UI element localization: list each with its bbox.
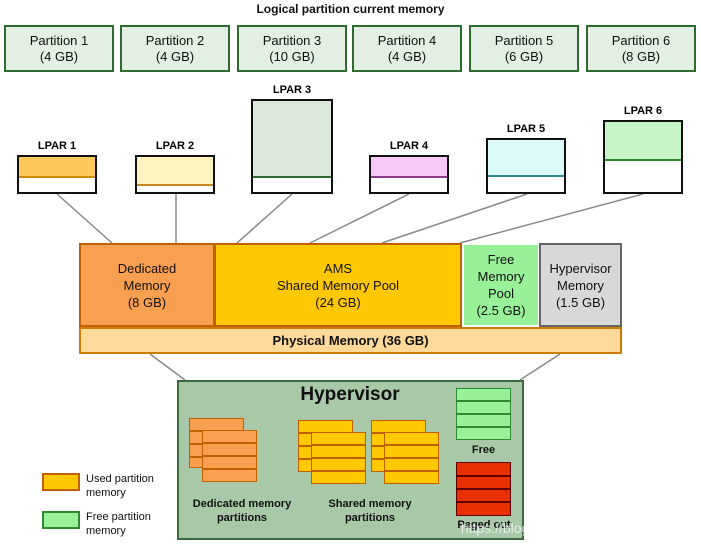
shared-partitions-caption: Shared memory partitions	[310, 497, 430, 525]
memory-page	[456, 476, 511, 489]
caption-line: partitions	[216, 512, 268, 524]
lpar-used-memory	[19, 157, 95, 178]
memory-page	[456, 502, 511, 516]
free-page-stack	[456, 388, 511, 440]
lpar-box-4	[369, 155, 449, 194]
memory-page	[202, 469, 257, 482]
partition-name: Partition 5	[494, 32, 554, 48]
memory-page	[384, 432, 439, 445]
partition-name: Partition 1	[29, 32, 89, 48]
memory-page	[456, 388, 511, 401]
memory-page	[384, 471, 439, 484]
partition-box-4: Partition 4 (4 GB)	[352, 25, 462, 72]
lpar-used-memory	[137, 157, 213, 186]
hypervisor-memory-block: Hypervisor Memory (1.5 GB)	[539, 243, 622, 327]
legend-text: memory	[86, 525, 126, 537]
dedicated-memory-text: Memory	[123, 277, 171, 293]
lpar-box-1	[17, 155, 97, 194]
memory-page	[311, 432, 366, 445]
legend-used-label: Used partition memory	[86, 472, 176, 500]
physical-memory-bar: Physical Memory (36 GB)	[79, 327, 622, 354]
memory-page	[311, 471, 366, 484]
lpar-label-4: LPAR 4	[389, 140, 429, 152]
lpar-used-memory	[488, 140, 564, 177]
memory-page	[311, 458, 366, 471]
memory-page	[456, 427, 511, 440]
caption-line: Shared memory	[328, 498, 412, 510]
hypervisor-title: Hypervisor	[300, 384, 400, 405]
memory-page	[384, 458, 439, 471]
legend-text: Free partition	[86, 511, 151, 523]
caption-line: Dedicated memory	[192, 498, 292, 510]
partition-size: (8 GB)	[621, 48, 661, 64]
dedicated-partitions-caption: Dedicated memory partitions	[182, 497, 302, 525]
partition-size: (10 GB)	[269, 48, 315, 64]
watermark-text: https://blog.csdn.net/weixin_42051187	[460, 520, 698, 536]
free-pool-size: (2.5 GB)	[476, 303, 526, 318]
memory-page	[384, 445, 439, 458]
diagram-title: Logical partition current memory	[256, 2, 445, 16]
partition-box-2: Partition 2 (4 GB)	[120, 25, 230, 72]
legend-text: memory	[86, 487, 126, 499]
partition-size: (4 GB)	[39, 48, 79, 64]
memory-page	[456, 414, 511, 427]
legend-used-swatch	[42, 473, 80, 491]
free-pool-text: Memory	[477, 269, 525, 284]
memory-page	[456, 489, 511, 502]
caption-line: partitions	[344, 512, 396, 524]
legend-free-label: Free partition memory	[86, 510, 176, 538]
partition-size: (4 GB)	[387, 48, 427, 64]
lpar-box-6	[603, 120, 683, 194]
lpar-label-5: LPAR 5	[506, 123, 546, 135]
memory-page	[202, 430, 257, 443]
partition-size: (6 GB)	[504, 48, 544, 64]
lpar-label-2: LPAR 2	[155, 140, 195, 152]
shared-stack-2-front	[384, 432, 439, 484]
partition-name: Partition 3	[262, 32, 322, 48]
dedicated-memory-size: (8 GB)	[127, 294, 167, 310]
ams-text: AMS	[323, 260, 353, 276]
memory-page	[456, 462, 511, 476]
legend-text: Used partition	[86, 473, 154, 485]
ams-shared-pool-block: AMS Shared Memory Pool (24 GB)	[214, 243, 462, 327]
ams-size: (24 GB)	[315, 294, 361, 310]
ams-text: Shared Memory Pool	[276, 277, 400, 293]
memory-page	[311, 445, 366, 458]
lpar-used-memory	[605, 122, 681, 161]
memory-page	[202, 443, 257, 456]
partition-box-3: Partition 3 (10 GB)	[237, 25, 347, 72]
paged-out-label: Paged out	[457, 519, 511, 531]
lpar-box-3	[251, 99, 333, 194]
lpar-label-1: LPAR 1	[37, 140, 77, 152]
lpar-box-2	[135, 155, 215, 194]
lpar-label-6: LPAR 6	[623, 105, 663, 117]
memory-page	[456, 401, 511, 414]
dedicated-memory-text: Dedicated	[117, 260, 177, 276]
partition-box-1: Partition 1 (4 GB)	[4, 25, 114, 72]
free-label: Free	[471, 444, 496, 456]
partition-size: (4 GB)	[155, 48, 195, 64]
dedicated-stack-front	[202, 430, 257, 482]
lpar-used-memory	[371, 157, 447, 178]
dedicated-memory-block: Dedicated Memory (8 GB)	[79, 243, 215, 327]
lpar-used-memory	[253, 101, 331, 178]
shared-stack-1-front	[311, 432, 366, 484]
hypervisor-memory-size: (1.5 GB)	[555, 294, 606, 310]
memory-page	[202, 456, 257, 469]
partition-name: Partition 2	[145, 32, 205, 48]
free-pool-text: Pool	[487, 286, 515, 301]
hypervisor-memory-text: Memory	[557, 277, 604, 293]
partition-name: Partition 4	[377, 32, 437, 48]
partition-box-5: Partition 5 (6 GB)	[469, 25, 579, 72]
lpar-label-3: LPAR 3	[272, 84, 312, 96]
paged-out-stack	[456, 462, 511, 516]
free-memory-pool-block: Free Memory Pool (2.5 GB)	[462, 243, 540, 327]
legend-free-swatch	[42, 511, 80, 529]
lpar-box-5	[486, 138, 566, 194]
partition-name: Partition 6	[611, 32, 671, 48]
free-pool-text: Free	[487, 252, 515, 267]
partition-box-6: Partition 6 (8 GB)	[586, 25, 696, 72]
hypervisor-memory-text: Hypervisor	[549, 260, 612, 276]
